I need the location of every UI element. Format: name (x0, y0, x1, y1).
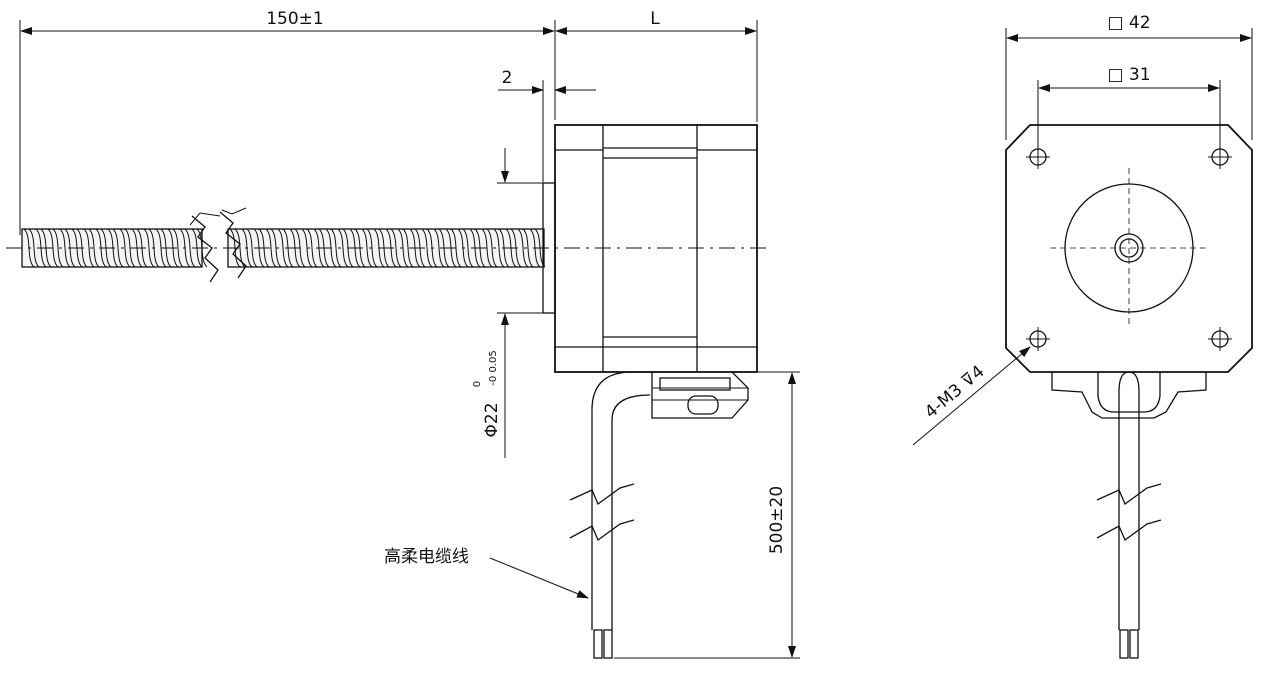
lead-screw (21, 207, 546, 283)
screw-thread (462, 228, 474, 268)
screw-thread (493, 228, 505, 268)
screw-thread (421, 228, 433, 268)
screw-thread (59, 228, 71, 268)
dim-L-label: L (650, 9, 660, 29)
screw-thread (486, 228, 498, 268)
screw-thread (143, 228, 155, 268)
screw-thread (277, 228, 289, 268)
screw-thread (517, 228, 529, 268)
screw-thread (361, 228, 373, 268)
screw-thread (28, 228, 40, 268)
motor-body (554, 124, 758, 373)
dim-150-label: 150±1 (266, 9, 324, 29)
screw-thread (234, 228, 246, 268)
dim-31-label: □ 31 (1107, 65, 1150, 85)
screw-thread (433, 228, 445, 268)
dim-phi22-upper-tol: 0 (472, 381, 483, 387)
dim-phi22-lower-tol: -0 0.05 (488, 350, 499, 385)
cable (569, 371, 651, 659)
side-view: 150±1 L 2 (6, 9, 800, 659)
mount-hole-label: 4-M3 ⊽4 (921, 362, 988, 423)
screw-thread (337, 228, 349, 268)
screw-thread (184, 228, 196, 268)
screw-thread (112, 228, 124, 268)
screw-thread (172, 228, 184, 268)
screw-thread (402, 228, 414, 268)
screw-thread (390, 228, 402, 268)
motor-flange (1005, 124, 1253, 373)
screw-thread (83, 228, 95, 268)
dim-phi22-label: Φ22 (482, 402, 502, 437)
front-connector (1051, 372, 1207, 419)
dim-2-label: 2 (502, 68, 513, 88)
screw-thread (265, 228, 277, 268)
screw-thread (52, 228, 64, 268)
screw-thread (246, 228, 258, 268)
front-cable (1096, 371, 1162, 659)
screw-thread (330, 228, 342, 268)
screw-thread (306, 228, 318, 268)
cable-connector (651, 371, 749, 419)
dim-500-label: 500±20 (767, 486, 787, 554)
mount-holes (1026, 145, 1232, 351)
cable-label: 高柔电缆线 (384, 547, 469, 567)
dim-42-label: □ 42 (1107, 13, 1150, 33)
screw-thread (522, 228, 534, 268)
screw-thread (88, 228, 100, 268)
screw-thread (119, 228, 131, 268)
front-view: □ 42 □ 31 4-M3 ⊽4 (912, 13, 1253, 659)
